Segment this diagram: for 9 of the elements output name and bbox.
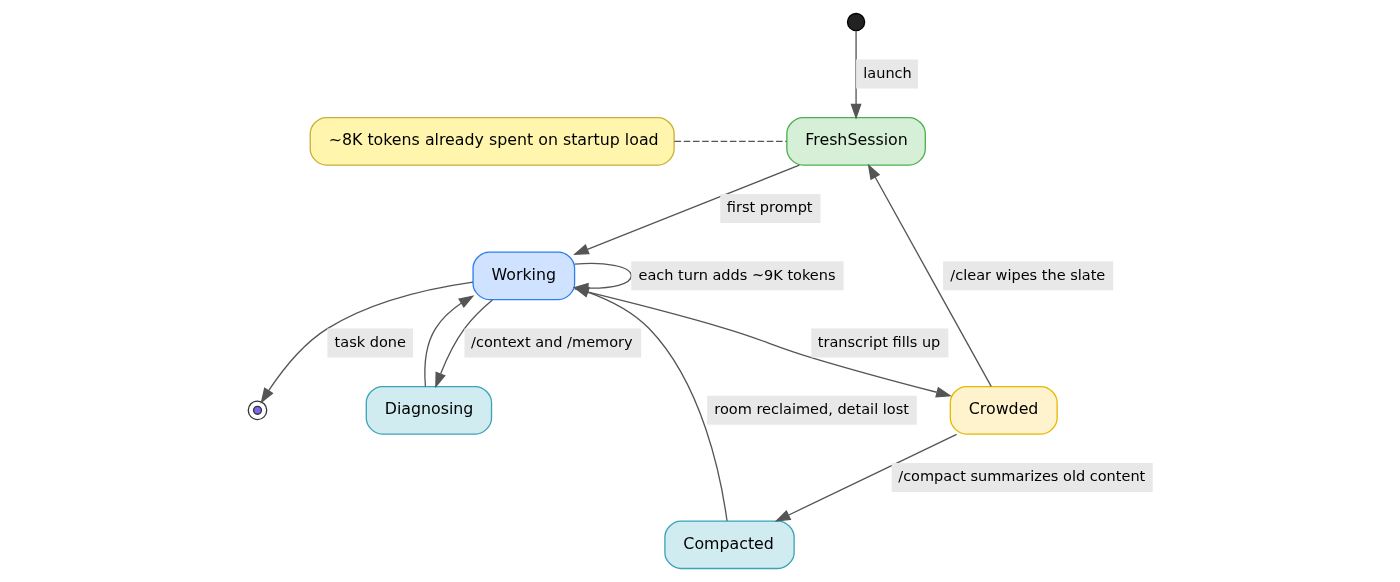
edge-label: each turn adds ~9K tokens — [638, 266, 836, 283]
edge-label: first prompt — [726, 199, 813, 216]
edge-label: /clear wipes the slate — [949, 266, 1105, 283]
edge-label: task done — [334, 333, 406, 350]
edge-label: room reclaimed, detail lost — [713, 401, 909, 418]
edge-label: launch — [862, 64, 912, 81]
edge-label: /compact summarizes old content — [897, 468, 1145, 485]
edge-label: /context and /memory — [470, 333, 633, 350]
edge-label: transcript fills up — [817, 333, 940, 350]
